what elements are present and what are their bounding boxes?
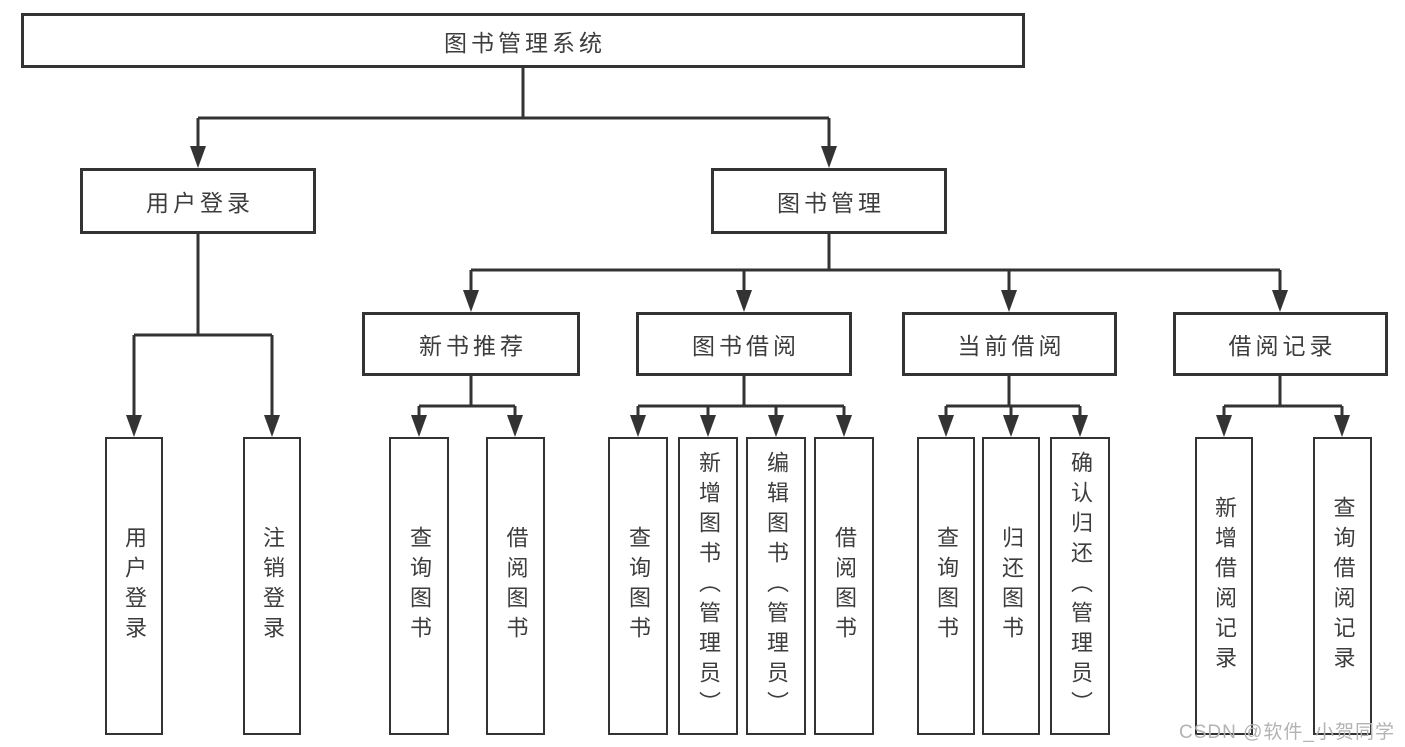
leaf-add-borrow-record: 新增借阅记录 (1195, 437, 1253, 735)
leaf-query-books-borrowing-label: 查询图书 (626, 526, 651, 646)
leaf-borrow-books: 借阅图书 (814, 437, 874, 735)
leaf-edit-books-admin: 编辑图书（管理员） (746, 437, 806, 735)
leaf-logout-label: 注销登录 (260, 526, 285, 646)
node-new-book-recommend: 新书推荐 (362, 312, 580, 376)
leaf-add-books-admin-label: 新增图书（管理员） (696, 451, 721, 721)
node-book-management-label: 图书管理 (777, 190, 885, 216)
leaf-query-books-recommend-label: 查询图书 (407, 526, 432, 646)
leaf-edit-books-admin-label: 编辑图书（管理员） (764, 451, 789, 721)
leaf-query-borrow-record-label: 查询借阅记录 (1330, 496, 1356, 676)
node-user-login: 用户登录 (80, 168, 316, 234)
leaf-return-books-label: 归还图书 (999, 526, 1024, 646)
node-user-login-label: 用户登录 (146, 190, 254, 216)
node-borrow-records-label: 借阅记录 (1228, 333, 1337, 359)
leaf-borrow-books-recommend-label: 借阅图书 (503, 526, 529, 646)
node-book-borrowing-label: 图书借阅 (692, 333, 800, 359)
leaf-query-books-current: 查询图书 (917, 437, 975, 735)
csdn-watermark: CSDN @软件_小贺同学 (1179, 722, 1395, 743)
leaf-add-borrow-record-label: 新增借阅记录 (1212, 496, 1237, 676)
leaf-query-borrow-record: 查询借阅记录 (1313, 437, 1372, 735)
node-current-borrowing: 当前借阅 (902, 312, 1117, 376)
leaf-query-books-current-label: 查询图书 (934, 526, 959, 646)
leaf-user-login: 用户登录 (105, 437, 163, 735)
leaf-user-login-label: 用户登录 (122, 526, 147, 646)
node-root-label: 图书管理系统 (444, 29, 606, 56)
node-current-borrowing-label: 当前借阅 (957, 333, 1066, 359)
node-borrow-records: 借阅记录 (1173, 312, 1388, 376)
leaf-confirm-return-admin: 确认归还（管理员） (1050, 437, 1110, 735)
node-new-book-recommend-label: 新书推荐 (419, 333, 527, 359)
arrowhead-icons (126, 146, 1350, 437)
leaf-return-books: 归还图书 (982, 437, 1040, 735)
leaf-query-books-recommend: 查询图书 (389, 437, 449, 735)
leaf-logout: 注销登录 (243, 437, 301, 735)
node-root-library-system: 图书管理系统 (21, 13, 1025, 68)
leaf-borrow-books-label: 借阅图书 (832, 526, 857, 646)
leaf-confirm-return-admin-label: 确认归还（管理员） (1068, 451, 1093, 721)
leaf-query-books-borrowing: 查询图书 (608, 437, 668, 735)
node-book-management: 图书管理 (711, 168, 947, 234)
node-book-borrowing: 图书借阅 (636, 312, 852, 376)
leaf-borrow-books-recommend: 借阅图书 (486, 437, 545, 735)
leaf-add-books-admin: 新增图书（管理员） (678, 437, 738, 735)
